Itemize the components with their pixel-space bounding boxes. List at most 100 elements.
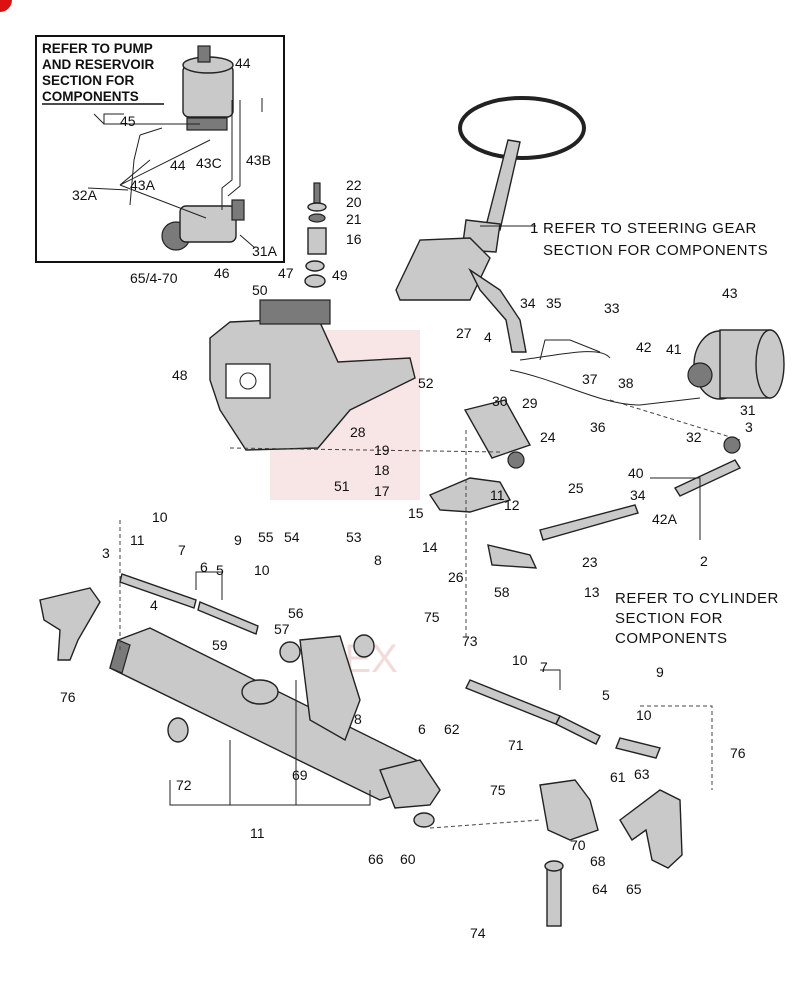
callout-54: 54	[284, 529, 300, 545]
callout-71: 71	[508, 737, 524, 753]
cylinder-note-line-3: COMPONENTS	[615, 630, 728, 647]
callout-26: 26	[448, 569, 464, 585]
callout-42: 42	[636, 339, 652, 355]
cylinder-motor-drawing	[687, 329, 785, 400]
reservoir-drawing	[182, 45, 234, 131]
callout-63: 63	[634, 766, 650, 782]
callout-23: 23	[582, 554, 598, 570]
callout-6: 6	[200, 559, 208, 575]
callout-48: 48	[172, 367, 188, 383]
callout-11: 11	[490, 487, 505, 503]
callout-16: 16	[346, 231, 362, 247]
callout-43: 43	[722, 285, 738, 301]
axle-support-drawing	[209, 299, 416, 451]
callout-19: 19	[374, 442, 390, 458]
callout-5: 5	[216, 562, 224, 578]
callout-58: 58	[494, 584, 510, 600]
callout-75: 75	[490, 782, 506, 798]
callout-73: 73	[462, 633, 478, 649]
callout-10: 10	[512, 652, 528, 668]
callout-40: 40	[628, 465, 644, 481]
callout-12: 12	[504, 497, 520, 513]
callout-56: 56	[288, 605, 304, 621]
callout-55: 55	[258, 529, 274, 545]
callout-61: 61	[610, 769, 626, 785]
callout-4: 4	[150, 597, 158, 613]
callout-65: 65	[626, 881, 642, 897]
callout-24: 24	[540, 429, 556, 445]
callout-13: 13	[584, 584, 600, 600]
callout-60: 60	[400, 851, 416, 867]
callout-35: 35	[546, 295, 562, 311]
callout-41: 41	[666, 341, 682, 357]
callout-9: 9	[234, 532, 242, 548]
callout-34: 34	[630, 487, 646, 503]
figure-code: 65/4-70	[130, 270, 178, 286]
callout-74: 74	[470, 925, 486, 941]
front-axle-drawing	[109, 627, 441, 809]
callout-62: 62	[444, 721, 460, 737]
callout-52: 52	[418, 375, 434, 391]
spindle-drawing	[539, 779, 599, 927]
callout-5: 5	[602, 687, 610, 703]
inset-callout-32a: 32A	[72, 187, 98, 203]
tie-rods-drawing	[539, 436, 742, 541]
callout-2: 2	[700, 553, 708, 569]
inset-callout-43a: 43A	[130, 177, 156, 193]
power-cylinder-drawing	[463, 399, 532, 469]
callout-57: 57	[274, 621, 290, 637]
left-steering-arm-drawing	[39, 587, 101, 661]
callout-7: 7	[540, 659, 548, 675]
callout-59: 59	[212, 637, 228, 653]
inset-note-line-2: AND RESERVOIR	[42, 57, 155, 72]
callout-69: 69	[292, 767, 308, 783]
callout-27: 27	[456, 325, 472, 341]
right-steering-arm-drawing	[619, 789, 683, 869]
callout-75: 75	[424, 609, 440, 625]
steering-gear-note-line-2: SECTION FOR COMPONENTS	[543, 242, 768, 259]
callout-9: 9	[656, 664, 664, 680]
callout-10: 10	[152, 509, 168, 525]
cylinder-note-line-2: SECTION FOR	[615, 610, 723, 627]
callout-11: 11	[130, 532, 145, 548]
callout-21: 21	[346, 211, 362, 227]
callout-17: 17	[374, 483, 390, 499]
callout-64: 64	[592, 881, 608, 897]
callout-46: 46	[214, 265, 230, 281]
callout-70: 70	[570, 837, 586, 853]
callout-10: 10	[636, 707, 652, 723]
callout-30: 30	[492, 393, 508, 409]
callout-72: 72	[176, 777, 192, 793]
callout-34: 34	[520, 295, 536, 311]
callout-22: 22	[346, 177, 362, 193]
callout-42a: 42A	[652, 511, 678, 527]
callout-68: 68	[590, 853, 606, 869]
callout-36: 36	[590, 419, 606, 435]
pump-inset: REFER TO PUMP AND RESERVOIR SECTION FOR …	[35, 35, 285, 263]
inset-callout-31a: 31A	[252, 243, 278, 259]
callout-14: 14	[422, 539, 438, 555]
callout-4: 4	[484, 329, 492, 345]
inset-callout-45: 45	[120, 113, 136, 129]
callout-51: 51	[334, 478, 350, 494]
corner-mark	[0, 0, 12, 12]
bolt-stack-drawing	[304, 182, 327, 288]
callout-37: 37	[582, 371, 598, 387]
callout-3: 3	[745, 419, 753, 435]
callout-76: 76	[730, 745, 746, 761]
callout-3: 3	[102, 545, 110, 561]
callout-10: 10	[254, 562, 270, 578]
callout-50: 50	[252, 282, 268, 298]
callout-33: 33	[604, 300, 620, 316]
pump-drawing	[161, 199, 245, 251]
callout-31: 31	[740, 402, 756, 418]
inset-callout-44a: 44	[235, 55, 251, 71]
inset-callout-43c: 43C	[196, 155, 222, 171]
inset-note-line-1: REFER TO PUMP	[42, 41, 153, 56]
inset-border	[35, 35, 285, 263]
callout-25: 25	[568, 480, 584, 496]
inset-callout-44b: 44	[170, 157, 186, 173]
